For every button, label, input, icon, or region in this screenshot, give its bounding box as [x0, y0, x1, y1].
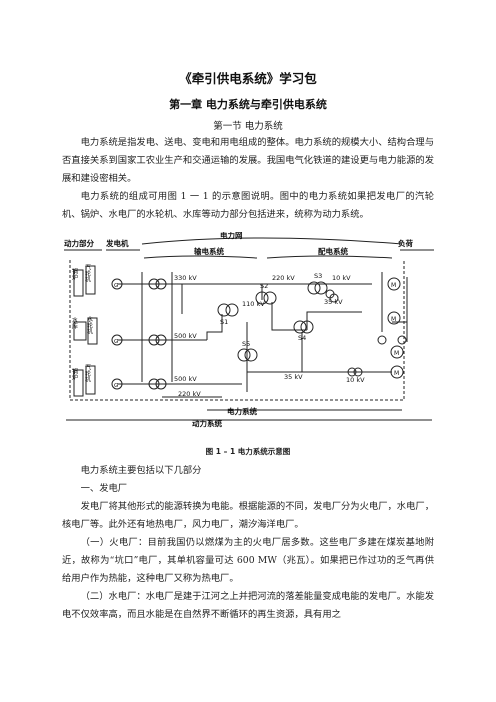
substation-s4-a — [293, 320, 307, 334]
document-title: 《牵引供电系统》学习包 — [179, 71, 317, 86]
line-330kv — [117, 283, 232, 314]
motor-label-4: M — [394, 370, 399, 377]
label-hydro-turbine: 水轮机 — [86, 315, 93, 335]
motor-label-3: M — [394, 350, 399, 357]
boiler-1-box — [73, 269, 84, 297]
transformer-d4 — [353, 367, 363, 377]
label-s4: S4 — [298, 334, 306, 342]
label-power-system: 电力系统 — [227, 406, 257, 416]
line-35kv-top — [306, 311, 362, 330]
system-boundary — [69, 260, 405, 401]
paragraph-6: （一）火电厂：目前我国仍以燃煤为主的火电厂居多数。这些电厂多建在煤炭基地附近，故… — [62, 537, 434, 584]
lamp-load-1 — [377, 335, 387, 345]
label-s3: S3 — [314, 272, 322, 280]
line-35kv-bottom — [247, 332, 362, 373]
substation-s1-a — [217, 303, 231, 317]
voltage-110kv: 110 kV — [242, 300, 265, 308]
substation-s4-b — [300, 320, 314, 334]
motor-load-4 — [390, 365, 404, 379]
transformer-1a — [148, 278, 160, 290]
voltage-10kv-bottom: 10 kV — [346, 376, 365, 384]
voltage-220kv-top: 220 kV — [272, 274, 295, 282]
voltage-35kv-bottom: 35 kV — [284, 373, 303, 381]
paragraph-4: 一、发电厂 — [80, 483, 128, 494]
paragraph-3: 电力系统主要包括以下几部分 — [80, 465, 202, 476]
voltage-220kv-bottom: 220 kV — [178, 390, 201, 398]
body-paragraphs: 电力系统主要包括以下几部分 一、发电厂 发电厂将其他形式的能源转换为电能。根据能… — [62, 462, 434, 624]
label-power-part: 动力部分 — [64, 238, 94, 248]
figure-caption: 图 1 – 1 电力系统示意图 — [205, 447, 291, 456]
hydro-turbine-box — [87, 317, 98, 345]
label-load: 负荷 — [398, 238, 413, 248]
label-boiler-1: 锅炉 — [71, 267, 78, 281]
label-transmission: 输电系统 — [194, 246, 224, 256]
bracket-transmission — [143, 255, 258, 259]
motor-load-2 — [387, 311, 401, 325]
bus-generator — [141, 272, 173, 382]
voltage-500kv-top: 500 kV — [174, 332, 197, 340]
paragraph-1: 电力系统是指发电、送电、变电和用电组成的整体。电力系统的规模大小、结构合理与否直… — [62, 137, 434, 184]
transformer-3a — [148, 378, 160, 390]
generator-3 — [111, 378, 123, 390]
generator-3-label: G — [114, 383, 118, 389]
power-system-diagram: 动力部分 发电机 电力网 负荷 输电系统 配电系统 电力系统 动力系统 锅炉 汽… — [64, 232, 434, 428]
turbine-2-box — [85, 365, 96, 395]
label-dynamic-system: 动力系统 — [192, 418, 222, 428]
label-s5: S5 — [242, 340, 250, 348]
label-turbine-1: 汽轮机 — [84, 263, 91, 283]
label-reservoir: 水库 — [71, 316, 78, 330]
generator-1-label: G — [114, 283, 118, 289]
label-boiler-2: 锅炉 — [71, 367, 78, 381]
voltage-330kv: 330 kV — [174, 274, 197, 282]
substation-s5-a — [237, 348, 251, 362]
substation-s2-b — [263, 291, 277, 305]
line-s1 — [206, 314, 223, 340]
transformer-3b — [155, 378, 167, 390]
transformer-d2 — [329, 293, 339, 303]
voltage-500kv-bottom: 500 kV — [174, 375, 197, 383]
voltage-35kv-top: 35 kV — [324, 298, 343, 306]
motor-label-2: M — [391, 316, 396, 323]
generator-2-label: G — [114, 339, 118, 345]
bracket-power-grid — [141, 237, 403, 245]
boiler-2-box — [73, 369, 84, 397]
substation-s3-b — [314, 281, 328, 295]
substation-s2-a — [255, 291, 269, 305]
intro-paragraphs: 电力系统是指发电、送电、变电和用电组成的整体。电力系统的规模大小、结构合理与否直… — [62, 134, 434, 224]
label-s1: S1 — [220, 318, 228, 326]
paragraph-7: （二）水电厂：水电厂是建于江河之上并把河流的落差能量变成电能的发电厂。水能发电不… — [62, 591, 434, 620]
generator-1 — [111, 278, 123, 290]
voltage-10kv-top: 10 kV — [332, 274, 351, 282]
substation-s5-b — [244, 348, 258, 362]
label-s2: S2 — [260, 282, 268, 290]
reservoir-box — [73, 321, 87, 341]
motor-label-1: M — [391, 282, 396, 289]
lamp-load-2 — [397, 335, 407, 345]
substation-s1-b — [225, 303, 239, 317]
label-generator: 发电机 — [105, 238, 129, 248]
transformer-2a — [148, 334, 160, 346]
paragraph-5: 发电厂将其他形式的能源转换为电能。根据能源的不同，发电厂分为火电厂，水电厂，核电… — [62, 501, 434, 530]
paragraph-2: 电力系统的组成可用图 1 一 1 的示意图说明。图中的电力系统如果把发电厂的汽轮… — [62, 191, 434, 220]
bracket-distribution — [266, 255, 393, 259]
chapter-heading: 第一章 电力系统与牵引供电系统 — [169, 98, 327, 111]
label-turbine-2: 汽轮机 — [84, 363, 91, 383]
substation-s3-a — [307, 281, 321, 295]
load-bus — [381, 272, 408, 342]
transformer-d3 — [347, 367, 357, 377]
label-distribution: 配电系统 — [318, 246, 348, 256]
generator-2 — [111, 334, 123, 346]
section-heading: 第一节 电力系统 — [213, 121, 283, 132]
motor-load-3 — [390, 345, 404, 359]
transformer-2b — [155, 334, 167, 346]
turbine-1-box — [85, 265, 96, 295]
transformer-1b — [155, 278, 167, 290]
motor-load-1 — [387, 277, 401, 291]
label-power-grid: 电力网 — [220, 232, 243, 240]
line-110kv — [271, 302, 307, 331]
